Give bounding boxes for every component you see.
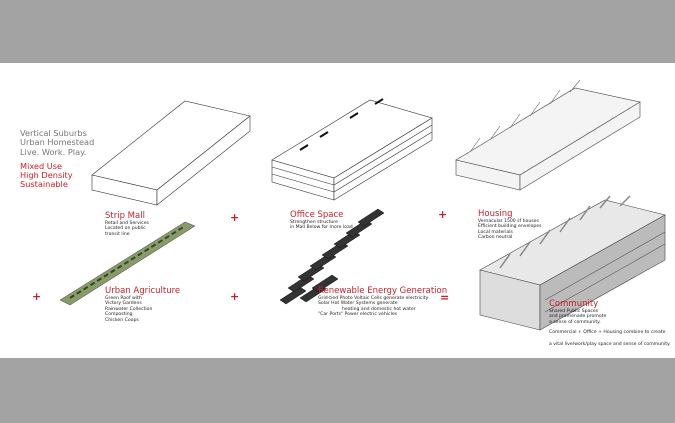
section-line: Vernacular 1500 sf houses <box>478 219 539 224</box>
energy-label: Renewable Energy Generation Grid-tied Ph… <box>318 286 447 318</box>
housing-label: Housing Vernacular 1500 sf houses Effici… <box>478 209 542 241</box>
section-line: transit line <box>105 231 130 237</box>
summary-line: a vital live/work/play space and sense o… <box>549 341 671 347</box>
section-line: Strengthen structure <box>290 220 338 225</box>
section-line: and promenade promote <box>549 314 607 320</box>
section-title: Community <box>549 299 599 309</box>
equals-operator: = <box>440 291 450 304</box>
solar-panels-drawing <box>279 208 385 305</box>
section-line: Rainwater Collection <box>105 306 153 312</box>
office-drawing <box>271 98 433 201</box>
section-line: Local materials <box>478 229 513 235</box>
section-line: Efficient building envelopes <box>478 224 542 230</box>
agriculture-label: Urban Agriculture Green Roof with Victor… <box>105 286 180 323</box>
summary-line: Commercial + Office + Housing combine to… <box>549 330 666 336</box>
strip-mall-drawing <box>91 100 251 206</box>
bottom-band <box>0 358 675 423</box>
section-line: Shared Public Spaces <box>549 309 599 314</box>
section-title: Strip Mall <box>105 211 145 221</box>
section-line: Composting <box>105 312 133 318</box>
section-line: "Car Ports" Power electric vehicles <box>318 312 398 318</box>
section-line: Green Roof with <box>105 296 142 301</box>
housing-drawing <box>455 79 641 191</box>
community-label: Community Shared Public Spaces and prome… <box>549 299 671 347</box>
intro-red-line: Mixed Use <box>20 160 63 171</box>
top-band <box>0 0 675 63</box>
intro-red-line: High Density <box>20 170 73 181</box>
section-title: Urban Agriculture <box>105 286 181 296</box>
intro-text: Vertical Suburbs Urban Homestead Live. W… <box>20 128 95 190</box>
intro-line: Vertical Suburbs <box>20 128 87 138</box>
plus-operator: + <box>230 290 240 303</box>
intro-line: Live. Work. Play. <box>20 146 87 157</box>
section-line: Chicken Coops <box>105 317 139 323</box>
section-line: heating and domestic hot water <box>342 306 416 312</box>
agriculture-drawing <box>59 221 196 306</box>
section-line: Solar Hot Water Systems generate <box>318 301 398 307</box>
section-line: Carbon neutral <box>478 235 513 241</box>
section-title: Renewable Energy Generation <box>318 286 448 296</box>
section-line: Victory Gardens <box>105 301 142 307</box>
section-line: in Mall Below for more load <box>290 225 353 231</box>
intro-red-line: Sustainable <box>20 179 68 190</box>
community-drawing <box>479 195 666 331</box>
plus-operator: + <box>32 290 42 303</box>
section-line: Retail and Services <box>105 221 149 226</box>
section-line: Located on public <box>105 226 146 232</box>
strip-mall-label: Strip Mall Retail and Services Located o… <box>105 211 149 237</box>
office-label: Office Space Strengthen structure in Mal… <box>290 210 353 231</box>
section-line: a sense of community. <box>549 319 601 325</box>
plus-operator: + <box>438 208 448 221</box>
section-title: Office Space <box>290 210 344 220</box>
intro-line: Urban Homestead <box>20 137 95 148</box>
section-line: Grid-tied Photo Voltaic Cells generate e… <box>318 296 429 301</box>
plus-operator: + <box>230 211 240 224</box>
section-title: Housing <box>478 209 513 219</box>
